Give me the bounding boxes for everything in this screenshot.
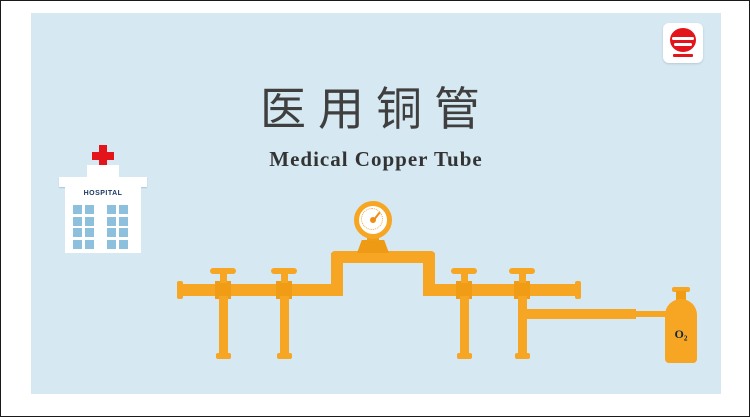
gauge-dial [361, 208, 383, 230]
window [107, 228, 116, 237]
pipe-end-flange [575, 281, 581, 299]
branch-pipe [522, 309, 636, 319]
window [107, 240, 116, 249]
oxygen-label: O₂ [674, 327, 688, 341]
valve-handle-icon [210, 268, 236, 274]
hospital-cross-pedestal [87, 165, 119, 179]
hospital-windows [107, 205, 128, 226]
pipe-end-flange [177, 281, 183, 299]
window [85, 228, 94, 237]
logo-stripe [674, 43, 692, 46]
logo-ball [670, 28, 696, 52]
valve-body [514, 281, 530, 299]
valve-stem [281, 273, 288, 283]
bridge-pipe-top [331, 251, 435, 263]
valve-body [215, 281, 231, 299]
page-title: 医用铜管 [260, 83, 492, 135]
hospital-sign: HOSPITAL [83, 190, 123, 197]
window [73, 240, 82, 249]
drop-pipe-cap [515, 353, 530, 359]
hospital-roof [59, 177, 147, 187]
gauge-center-dot [370, 217, 376, 223]
window [107, 217, 116, 226]
valve-body [276, 281, 292, 299]
main-pipe-left [183, 284, 335, 296]
drop-pipe-cap [457, 353, 472, 359]
gauge-stand [357, 240, 389, 253]
hospital-windows [73, 205, 94, 226]
cylinder-neck [676, 291, 686, 301]
branch-pipe-thin [634, 311, 666, 317]
window [73, 228, 82, 237]
hospital-windows [73, 228, 94, 249]
valve-handle-icon [509, 268, 535, 274]
drop-pipe [280, 296, 289, 353]
brand-logo-icon [663, 23, 703, 63]
valve-body [456, 281, 472, 299]
valve-stem [519, 273, 526, 283]
drop-pipe [518, 296, 527, 353]
cylinder-body [665, 299, 697, 363]
window [119, 205, 128, 214]
drop-pipe-cap [216, 353, 231, 359]
logo-stripe [672, 37, 694, 40]
valve-stem [220, 273, 227, 283]
window [119, 228, 128, 237]
logo-base [673, 54, 693, 57]
bridge-pipe-right [423, 253, 435, 296]
valve-handle-icon [271, 268, 297, 274]
drop-pipe [219, 296, 228, 353]
gauge-face [354, 201, 392, 239]
valve-stem [461, 273, 468, 283]
bridge-pipe-left [331, 253, 343, 296]
drop-pipe-cap [277, 353, 292, 359]
red-cross-icon [92, 152, 114, 160]
window [85, 240, 94, 249]
valve-handle-icon [451, 268, 477, 274]
window [119, 240, 128, 249]
window [107, 205, 116, 214]
page-subtitle: Medical Copper Tube [269, 147, 483, 171]
window [85, 217, 94, 226]
window [73, 217, 82, 226]
cylinder-valve [672, 287, 690, 292]
drop-pipe [460, 296, 469, 353]
window [85, 205, 94, 214]
window [119, 217, 128, 226]
hospital-windows [107, 228, 128, 249]
window [73, 205, 82, 214]
